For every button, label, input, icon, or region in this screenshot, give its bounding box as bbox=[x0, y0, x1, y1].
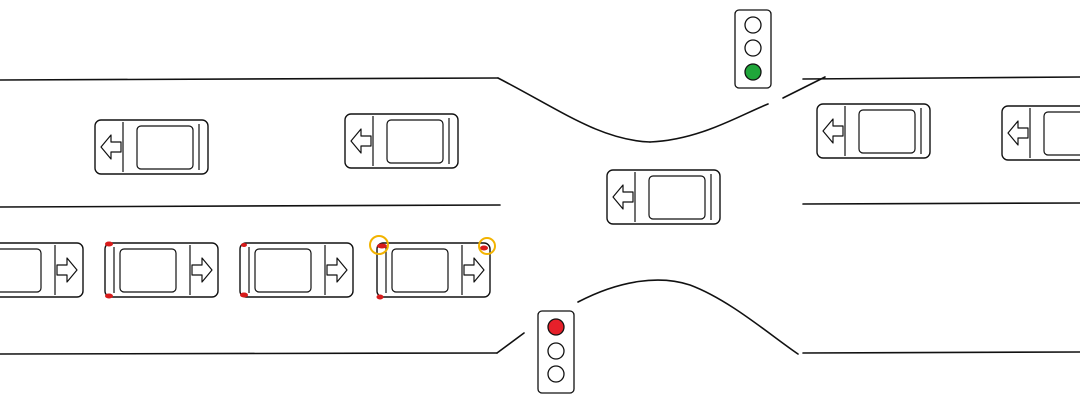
arrow-left-icon bbox=[1007, 120, 1029, 146]
traffic-light-bottom bbox=[537, 310, 575, 394]
car-westbound bbox=[1001, 105, 1080, 161]
road-lines bbox=[0, 76, 1080, 355]
brake-light bbox=[105, 241, 113, 247]
road-curve-top-left bbox=[497, 77, 651, 143]
lamp-amber-off bbox=[547, 342, 565, 360]
lamp-green-off bbox=[547, 365, 565, 383]
brake-light bbox=[376, 294, 384, 300]
arrow-right-icon bbox=[191, 257, 213, 283]
lamp-red-on bbox=[547, 318, 565, 336]
lane-divider-right bbox=[802, 202, 1080, 205]
car-eastbound bbox=[104, 241, 219, 299]
arrow-left-icon bbox=[822, 118, 844, 144]
car-eastbound bbox=[369, 235, 496, 300]
road-edge-bottom-left bbox=[0, 352, 498, 355]
arrow-left-icon bbox=[100, 134, 122, 160]
lane-divider-left bbox=[0, 204, 501, 208]
indicator-ring bbox=[369, 235, 389, 255]
car-westbound bbox=[606, 169, 721, 225]
arrow-left-icon bbox=[350, 128, 372, 154]
arrow-right-icon bbox=[56, 257, 78, 283]
eastbound-cars bbox=[0, 235, 496, 300]
traffic-light-top bbox=[734, 9, 772, 89]
road-curve-bottom-stub bbox=[496, 332, 525, 354]
arrow-right-icon bbox=[463, 257, 485, 283]
road-curve-top-stub bbox=[782, 76, 826, 99]
brake-light bbox=[240, 292, 248, 298]
road-curve-top-right bbox=[649, 103, 769, 143]
lamp-amber-off bbox=[744, 39, 762, 57]
brake-light bbox=[241, 243, 247, 247]
car-westbound bbox=[94, 119, 209, 175]
car-eastbound bbox=[239, 242, 354, 298]
lamp-red-off bbox=[744, 16, 762, 34]
lamp-green-on bbox=[744, 63, 762, 81]
car-westbound bbox=[816, 103, 931, 159]
brake-light bbox=[377, 243, 387, 249]
indicator-ring bbox=[478, 237, 496, 255]
road-edge-top-right bbox=[802, 76, 1080, 80]
car-westbound bbox=[344, 113, 459, 169]
road-edge-top-left bbox=[0, 77, 499, 81]
arrow-left-icon bbox=[612, 184, 634, 210]
brake-light bbox=[105, 293, 113, 299]
indicator-light bbox=[480, 245, 488, 251]
westbound-cars bbox=[94, 103, 1080, 225]
arrow-right-icon bbox=[326, 257, 348, 283]
road-edge-bottom-right bbox=[802, 351, 1080, 354]
road-curve-bottom bbox=[577, 279, 799, 355]
car-eastbound bbox=[0, 242, 84, 298]
